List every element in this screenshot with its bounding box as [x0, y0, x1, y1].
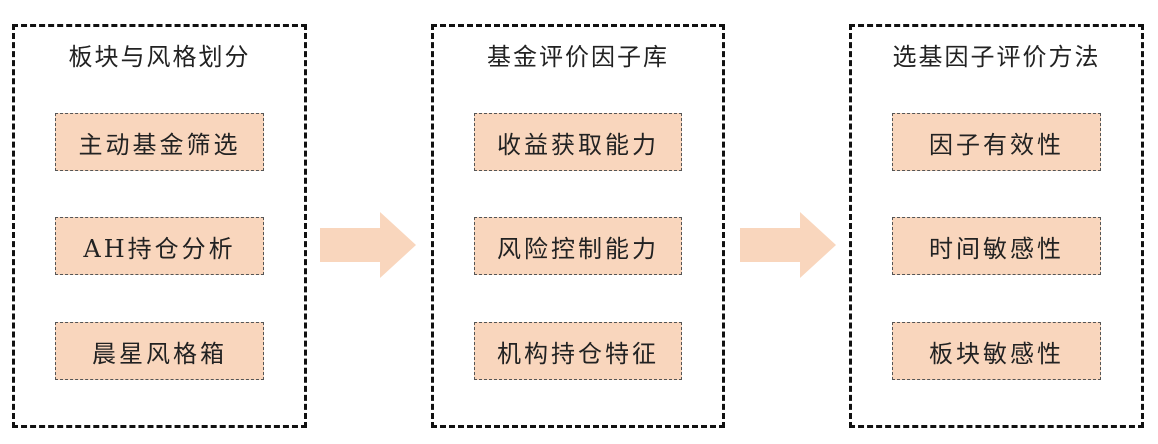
item-box: 晨星风格箱 [55, 322, 264, 380]
column-title: 选基因子评价方法 [892, 43, 1101, 71]
column-title: 基金评价因子库 [487, 43, 669, 71]
item-box: AH持仓分析 [55, 217, 264, 275]
column-factor-library: 基金评价因子库 收益获取能力 风险控制能力 机构持仓特征 [431, 24, 725, 428]
item-box: 收益获取能力 [474, 113, 682, 171]
item-box: 风险控制能力 [474, 217, 682, 275]
item-box: 因子有效性 [892, 113, 1101, 171]
item-box: 时间敏感性 [892, 217, 1101, 275]
column-sector-style: 板块与风格划分 主动基金筛选 AH持仓分析 晨星风格箱 [12, 24, 307, 428]
column-title: 板块与风格划分 [68, 43, 251, 71]
item-box: 板块敏感性 [892, 322, 1101, 380]
item-box: 机构持仓特征 [474, 322, 682, 380]
arrow-right-icon [320, 212, 416, 278]
column-evaluation-method: 选基因子评价方法 因子有效性 时间敏感性 板块敏感性 [849, 24, 1144, 428]
arrow-right-icon [740, 212, 836, 278]
item-box: 主动基金筛选 [55, 113, 264, 171]
